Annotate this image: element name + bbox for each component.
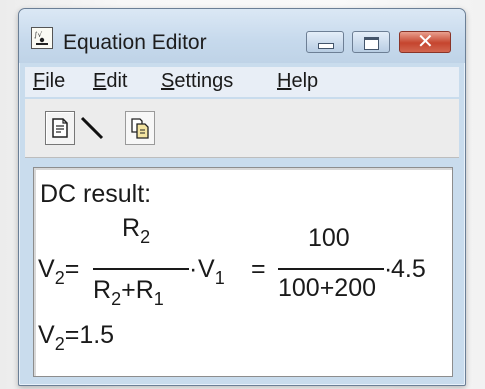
frac1-bar: [93, 268, 189, 270]
result-equals: =: [64, 321, 80, 349]
equation-editor-app-icon[interactable]: ∫√: [31, 27, 53, 49]
menu-settings[interactable]: Settings: [161, 70, 233, 93]
equation-editor-window: ∫√ Equation Editor ✕ File Edit Settings …: [18, 8, 466, 386]
frac1-den-a-sub: 2: [111, 289, 122, 309]
menu-help[interactable]: Help: [277, 70, 318, 93]
menu-help-label: elp: [291, 70, 319, 92]
frac1-numerator: R2: [122, 214, 150, 247]
svg-text:∫√: ∫√: [34, 31, 43, 39]
dot-1: ·: [189, 255, 198, 283]
menu-file[interactable]: File: [33, 70, 65, 93]
result-base: V: [38, 321, 55, 349]
frac2-denominator: 100+200: [278, 274, 377, 302]
menu-edit[interactable]: Edit: [93, 70, 127, 93]
edit-mode-button[interactable]: [45, 111, 75, 145]
term-v1-base: V: [198, 255, 215, 283]
frac1-den-b-sub: 1: [153, 289, 164, 309]
result-line: V2=1.5: [38, 321, 115, 354]
lhs-v2-base: V: [38, 255, 55, 283]
toolbar: [25, 99, 459, 158]
frac1-denominator: R2+R1: [93, 276, 164, 309]
window-title: Equation Editor: [63, 31, 207, 54]
frac2-numerator: 100: [308, 224, 350, 252]
result-sub: 2: [54, 334, 65, 354]
menu-file-label: ile: [45, 70, 66, 92]
close-icon: ✕: [417, 29, 434, 53]
lhs-v2: V2=: [38, 255, 80, 288]
close-button[interactable]: ✕: [399, 29, 451, 53]
frac1-den-plus: +: [121, 276, 136, 304]
frac1-den-b-base: R: [135, 276, 154, 304]
pen-icon: [80, 116, 104, 140]
minimize-button[interactable]: [306, 31, 344, 53]
frac1-num-sub: 2: [140, 227, 151, 247]
document-edit-icon: [52, 118, 68, 138]
menu-settings-accel: S: [161, 70, 175, 92]
frac1-num-base: R: [122, 214, 141, 242]
result-value: 1.5: [79, 321, 115, 349]
copy-button[interactable]: [125, 111, 155, 145]
menu-file-accel: F: [33, 70, 46, 92]
lhs-v2-sub: 2: [54, 268, 65, 288]
menu-edit-accel: E: [93, 70, 107, 92]
factor-value: 4.5: [391, 255, 426, 283]
copy-icon: [131, 118, 149, 139]
menu-help-accel: H: [277, 70, 292, 92]
equation-display[interactable]: DC result: V2= R2 R2+R1 · V1 = 100 100+2…: [33, 167, 453, 377]
maximize-icon: [364, 37, 379, 50]
title-bar[interactable]: ∫√ Equation Editor ✕: [19, 9, 465, 63]
menu-settings-label: ettings: [174, 70, 234, 92]
menu-edit-label: dit: [106, 70, 128, 92]
draw-button[interactable]: [77, 111, 107, 145]
result-heading: DC result:: [40, 180, 152, 208]
term-v1-sub: 1: [214, 268, 225, 288]
frac2-bar: [278, 268, 384, 270]
equals-2: =: [251, 255, 266, 283]
lhs-equals: =: [64, 255, 80, 283]
term-v1: V1: [198, 255, 225, 288]
minimize-icon: [318, 43, 334, 49]
dot-2: ·: [384, 255, 393, 283]
menu-bar: File Edit Settings Help: [25, 67, 459, 97]
frac1-den-a-base: R: [93, 276, 112, 304]
maximize-button[interactable]: [352, 31, 390, 53]
